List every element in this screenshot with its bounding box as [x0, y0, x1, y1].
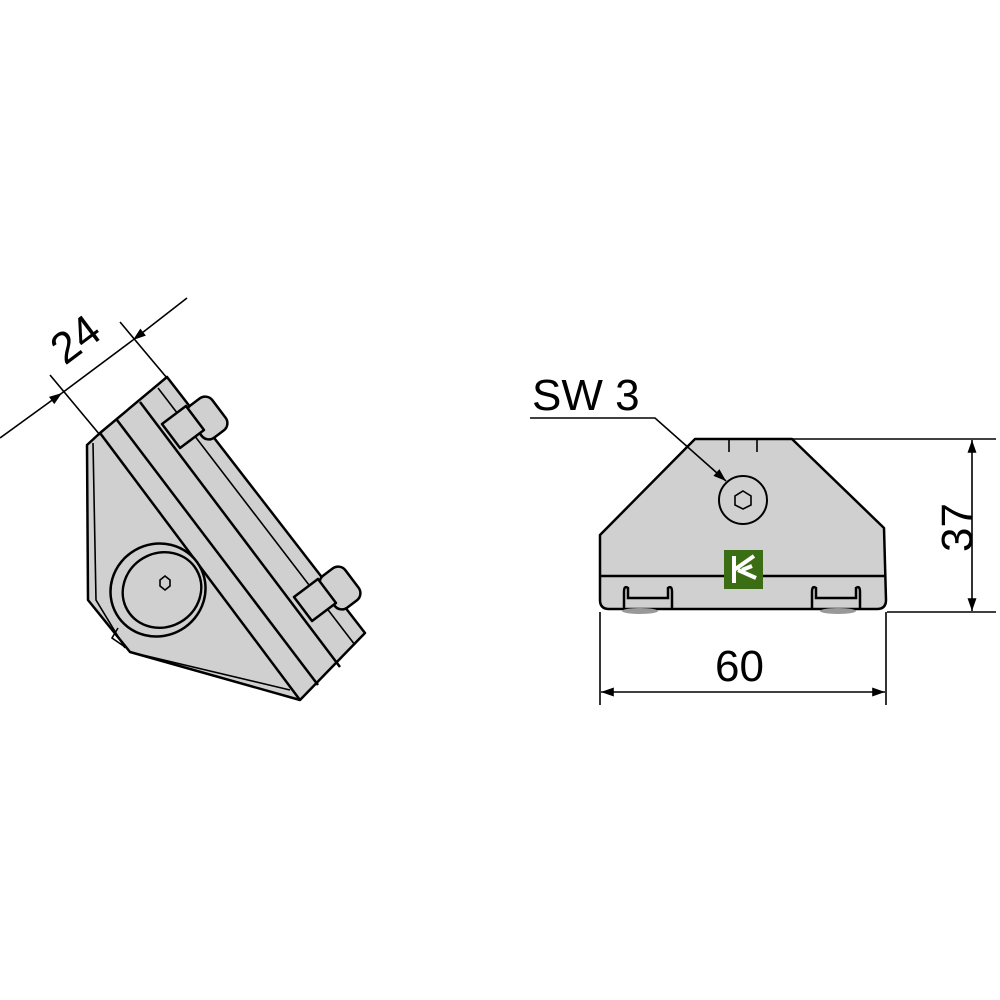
right-view-angle-bracket: SW 3 37 60 — [530, 371, 996, 705]
left-view-angle-bracket: 24 — [0, 297, 367, 702]
wrench-size-callout: SW 3 — [532, 371, 640, 420]
hex-socket-icon — [159, 574, 171, 592]
brand-logo — [724, 550, 763, 589]
dimension-60-label: 60 — [715, 642, 764, 691]
hex-socket-icon — [734, 490, 752, 510]
dimension-37-label: 37 — [933, 503, 982, 552]
bolt-head-bottom — [292, 565, 362, 623]
socket-screw — [718, 475, 768, 525]
dimension-arrow — [0, 392, 63, 439]
dimension-24-label: 24 — [42, 305, 111, 374]
bolt-head-top — [160, 395, 229, 450]
washer-inner — [121, 550, 203, 630]
dimension-arrow — [132, 297, 188, 341]
